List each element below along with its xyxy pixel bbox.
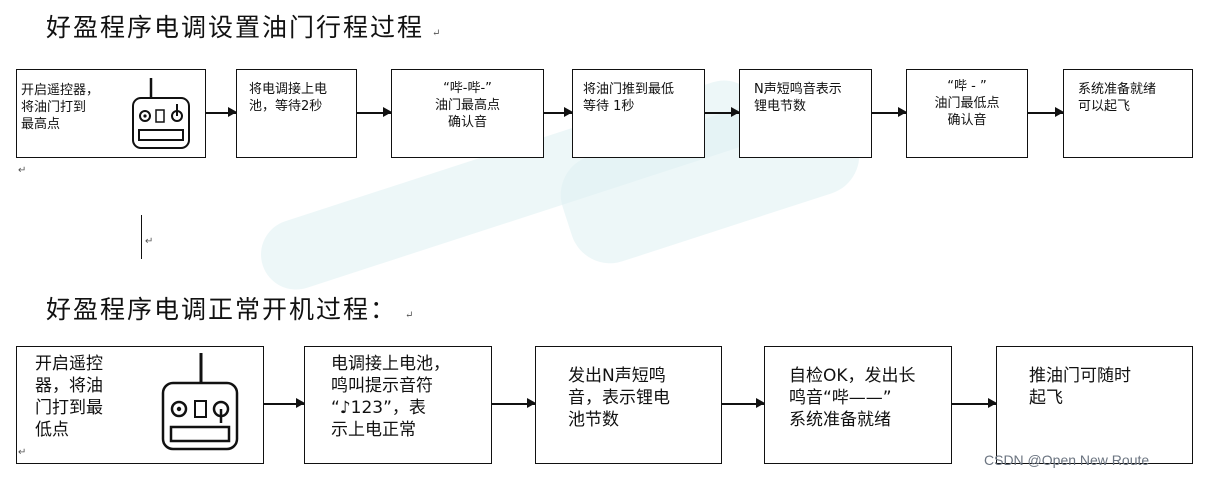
flow-arrow bbox=[206, 108, 237, 116]
s1-step-1-text: 开启遥控器， 将油门打到 最高点 bbox=[21, 83, 100, 132]
s2-step-1-box: 开启遥控 器，将油 门打到最 低点 bbox=[16, 346, 264, 464]
s1-step-1-box: 开启遥控器， 将油门打到 最高点 bbox=[16, 69, 206, 158]
section2-title: 好盈程序电调正常开机过程： ↵ bbox=[46, 290, 415, 326]
s2-step-2-box: 电调接上电池， 鸣叫提示音符 “♪123”，表 示上电正常 bbox=[304, 346, 492, 464]
flow-arrow bbox=[952, 399, 997, 407]
s1-step-3-box: “哔-哔-” 油门最高点 确认音 bbox=[391, 69, 544, 158]
s1-step-6-text: “哔 - ” 油门最低点 确认音 bbox=[934, 79, 1000, 128]
s1-step-5-text: N声短鸣音表示 锂电节数 bbox=[754, 82, 842, 114]
s1-step-2-box: 将电调接上电 池，等待2秒 bbox=[236, 69, 357, 158]
remote-controller-icon bbox=[161, 353, 239, 451]
paragraph-mark-icon: ↵ bbox=[405, 310, 416, 321]
flow-arrow bbox=[544, 108, 573, 116]
paragraph-mark-icon: ↵ bbox=[432, 28, 443, 39]
s1-step-2-text: 将电调接上电 池，等待2秒 bbox=[249, 82, 328, 114]
flow-arrow bbox=[722, 399, 765, 407]
s1-step-4-box: 将油门推到最低 等待 1秒 bbox=[572, 69, 705, 158]
section1-title-text: 好盈程序电调设置油门行程过程 bbox=[46, 13, 425, 42]
flow-arrow bbox=[1028, 108, 1064, 116]
paragraph-mark-icon: ↵ bbox=[18, 447, 27, 458]
flow-arrow bbox=[264, 399, 305, 407]
s1-step-4-text: 将油门推到最低 等待 1秒 bbox=[583, 82, 675, 114]
s1-step-5-box: N声短鸣音表示 锂电节数 bbox=[739, 69, 872, 158]
flow-arrow bbox=[705, 108, 740, 116]
s2-step-4-text: 自检OK，发出长 鸣音“哔——” 系统准备就绪 bbox=[789, 366, 916, 430]
flow-arrow bbox=[357, 108, 392, 116]
s1-step-6-box: “哔 - ” 油门最低点 确认音 bbox=[906, 69, 1028, 158]
section1-title: 好盈程序电调设置油门行程过程 ↵ bbox=[46, 8, 442, 44]
s1-step-7-text: 系统准备就绪 可以起飞 bbox=[1078, 82, 1157, 114]
s2-step-2-text: 电调接上电池， 鸣叫提示音符 “♪123”，表 示上电正常 bbox=[331, 354, 450, 440]
s2-step-3-text: 发出N声短鸣 音，表示锂电 池节数 bbox=[568, 366, 670, 430]
flow-arrow bbox=[872, 108, 907, 116]
s2-step-1-text: 开启遥控 器，将油 门打到最 低点 bbox=[35, 354, 103, 440]
paragraph-mark-icon: ↵ bbox=[18, 165, 27, 176]
paragraph-mark-icon: ↵ bbox=[145, 236, 154, 247]
section2-title-text: 好盈程序电调正常开机过程： bbox=[46, 295, 398, 324]
s1-step-3-text: “哔-哔-” 油门最高点 确认音 bbox=[434, 81, 500, 130]
s2-step-5-text: 推油门可随时 起飞 bbox=[1029, 366, 1131, 408]
csdn-watermark-text: CSDN @Open New Route bbox=[984, 452, 1150, 468]
s2-step-3-box: 发出N声短鸣 音，表示锂电 池节数 bbox=[535, 346, 722, 464]
flow-arrow bbox=[492, 399, 536, 407]
s1-step-7-box: 系统准备就绪 可以起飞 bbox=[1063, 69, 1193, 158]
csdn-watermark: CSDN @Open New Route bbox=[984, 452, 1149, 468]
s2-step-5-box: 推油门可随时 起飞 bbox=[996, 346, 1193, 464]
remote-controller-icon bbox=[132, 78, 190, 149]
text-cursor bbox=[141, 215, 142, 259]
s2-step-4-box: 自检OK，发出长 鸣音“哔——” 系统准备就绪 bbox=[764, 346, 952, 464]
